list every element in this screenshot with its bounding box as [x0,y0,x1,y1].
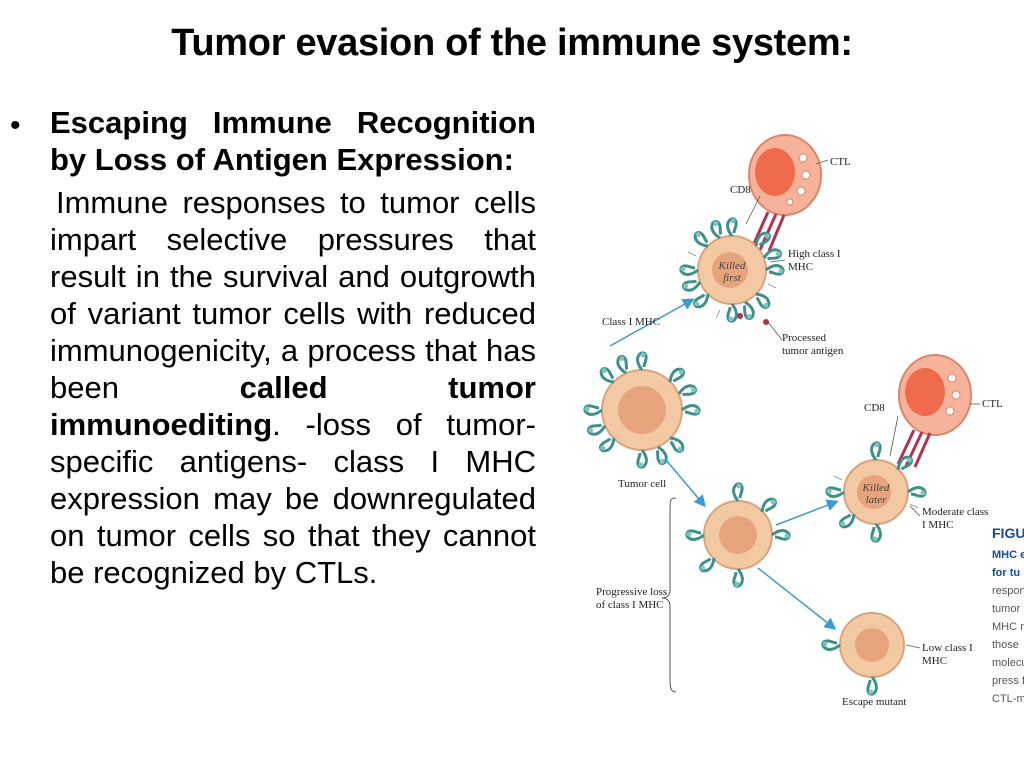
label-high-mhc: High class I MHC [788,248,841,273]
label-cd8-top: CD8 [730,184,751,196]
tumor-cell-moderate-mhc [825,441,927,543]
label-moderate-mhc: Moderate class I MHC [922,506,989,531]
para-text-2: . -loss of tumor-specific antigens- clas… [50,407,536,590]
caption-frag-3: for tu [992,567,1021,579]
caption-frag-9: press f [992,675,1024,687]
ctl-cell-middle [896,354,972,468]
para-text-1: Immune responses to tumor cells impart s… [50,185,536,405]
label-escape-mutant: Escape mutant [842,696,907,708]
label-ctl-top: CTL [830,156,851,168]
bullet-body: Escaping Immune Recognition by Loss of A… [50,104,536,591]
tumor-cell-escape-mutant [821,612,905,696]
caption-frag-7: those [992,639,1019,651]
caption-frag-6: MHC r [992,621,1024,633]
bullet-paragraph: Immune responses to tumor cells impart s… [50,184,536,591]
label-cd8-mid: CD8 [864,402,885,414]
caption-frag-5: tumor [992,603,1021,615]
bullet-symbol: • [10,109,21,142]
immunoediting-figure: CD8 CTL High class I MHC Class I MHC Pro… [580,120,1024,720]
label-progressive-loss: Progressive loss of class I MHC [596,586,668,611]
label-low-mhc: Low class I MHC [922,642,973,667]
tumor-cell-progressive-loss [685,482,791,588]
arrow-to-killed-later [775,499,839,526]
label-processed-antigen: Processed tumor antigen [782,332,844,357]
caption-frag-10: CTL-me [992,693,1024,705]
caption-frag-4: respons [992,585,1024,597]
progressive-loss-bracket [661,497,677,693]
arrow-to-killed-first [609,298,695,347]
label-tumor-cell: Tumor cell [618,478,667,490]
caption-frag-1: FIGU [992,525,1024,541]
figure-illustration [583,134,980,696]
ctl-cell-top [748,134,822,252]
text-killed-first: Killed first [718,260,746,284]
arrow-to-escape-mutant [757,567,837,630]
tumor-cell-left [583,351,701,469]
caption-frag-2: MHC e [992,549,1024,561]
tumor-cell-high-mhc [679,217,785,325]
bullet-heading: Escaping Immune Recognition by Loss of A… [50,105,536,177]
arrow-to-progressive [665,459,706,508]
slide-title: Tumor evasion of the immune system: [171,22,853,64]
text-killed-later: Killed later [862,482,890,506]
para-bold-term: called tumor immunoediting [50,370,536,442]
label-class-i-mhc: Class I MHC [602,316,661,328]
caption-frag-8: molecu [992,657,1024,669]
label-ctl-mid: CTL [982,398,1003,410]
